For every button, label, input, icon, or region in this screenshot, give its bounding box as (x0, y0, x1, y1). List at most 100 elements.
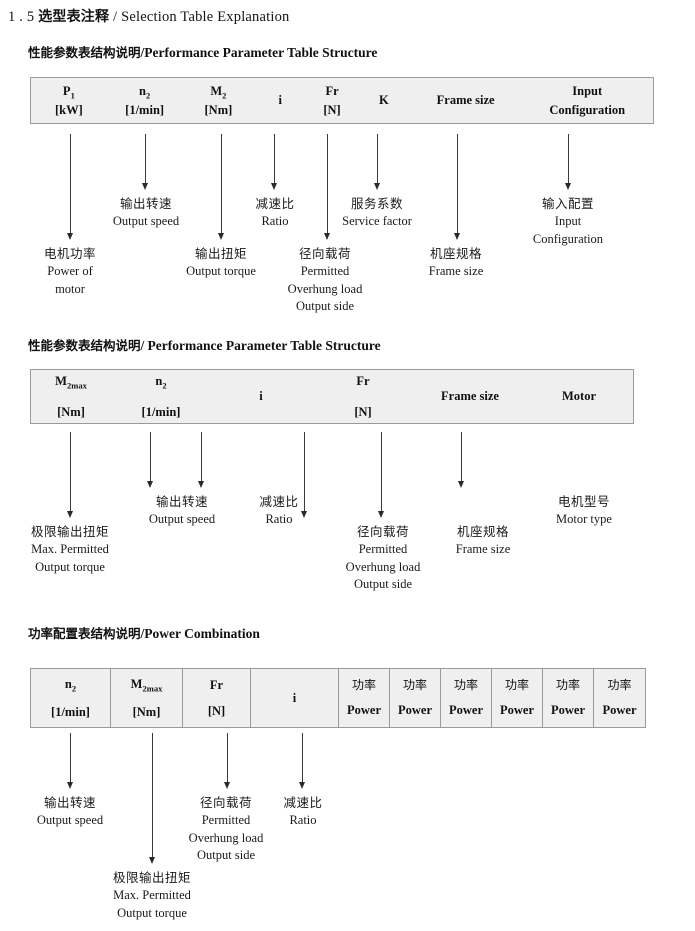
arrow-to-input-configuration (564, 134, 573, 190)
table3-col-n2-symbol: n (64, 677, 72, 692)
performance-parameter-table-2: M2max [Nm] n2 [1/min] i Fr [N] Frame siz… (30, 369, 634, 424)
arrow3-to-ratio (298, 733, 307, 789)
table2-col-m2max-unit: [Nm] (57, 405, 85, 420)
table3-col-power-2: 功率 Power (390, 669, 441, 727)
table3-col-n2-subscript: 2 (71, 683, 77, 694)
callout3-permitted-overhung-load: 径向载荷 Permitted Overhung load Output side (188, 795, 264, 863)
table2-col-n2-unit: [1/min] (141, 405, 181, 420)
table3-col-n2-unit: [1/min] (51, 704, 90, 719)
table3-col-n2: n2 [1/min] (31, 669, 111, 727)
section-3-heading-en: Power Combination (144, 626, 260, 641)
table3-col-power-2-cn: 功率 (402, 678, 427, 693)
arrow-to-power-of-motor (66, 134, 75, 240)
arrow2-to-motor-type (457, 432, 466, 488)
table1-col-i-symbol: i (278, 93, 282, 108)
arrow-to-output-speed (141, 134, 150, 190)
table2-col-fr-symbol: Fr (356, 374, 370, 389)
callout2-frame-size: 机座规格 Frame size (455, 524, 511, 556)
callout-input-configuration: 输入配置 Input Configuration (532, 196, 604, 246)
arrow3-to-output-speed (66, 733, 75, 789)
table1-col-n2-symbol: n (139, 83, 146, 98)
arrow-to-permitted-overhung-load (323, 134, 332, 240)
section-1-heading: 性能参数表结构说明/Performance Parameter Table St… (28, 42, 377, 61)
section-1-heading-cn: 性能参数表结构说明 (28, 45, 141, 60)
table2-col-frame-size: Frame size (415, 370, 525, 423)
table1-col-k-symbol: K (379, 93, 389, 108)
table3-col-power-2-en: Power (397, 702, 432, 717)
arrow2-to-ratio (197, 432, 206, 488)
callout-output-torque: 输出扭矩 Output torque (186, 246, 256, 278)
arrow-to-frame-size (453, 134, 462, 240)
section-2-heading-en: Performance Parameter Table Structure (147, 338, 381, 353)
performance-parameter-table-1: P1 [kW] n2 [1/min] M2 [Nm] i Fr [N] K Fr… (30, 77, 654, 124)
table2-col-m2max-symbol: M (55, 373, 67, 388)
table1-col-m2-unit: [Nm] (204, 103, 233, 118)
power-combination-table: n2 [1/min] M2max [Nm] Fr [N] i 功率 Power … (30, 668, 646, 728)
table3-col-m2max-unit: [Nm] (132, 704, 161, 719)
arrow3-to-permitted-overhung-load (223, 733, 232, 789)
table1-col-p1-symbol: P (62, 83, 71, 98)
table2-col-n2-symbol: n (155, 373, 163, 388)
page-title-separator: / (113, 9, 118, 25)
table1-col-i: i (254, 78, 306, 123)
callout2-permitted-overhung-load: 径向载荷 Permitted Overhung load Output side (345, 524, 421, 592)
table3-col-fr-unit: [N] (207, 704, 226, 718)
table2-col-i-symbol: i (259, 389, 263, 404)
page-title-cn: 选型表注释 (38, 9, 110, 25)
table3-col-power-6-en: Power (602, 702, 637, 717)
callout2-output-speed: 输出转速 Output speed (148, 494, 216, 526)
callout-power-of-motor: 电机功率 Power of motor (43, 246, 97, 296)
table2-col-fr-unit: [N] (354, 404, 372, 419)
callout3-max-permitted-output-torque: 极限输出扭矩 Max. Permitted Output torque (112, 870, 192, 920)
callout-frame-size: 机座规格 Frame size (428, 246, 484, 278)
table1-col-n2-subscript: 2 (145, 90, 151, 101)
table1-col-fr-symbol: Fr (325, 84, 339, 99)
table2-col-frame-size-label: Frame size (441, 389, 499, 404)
table2-col-fr: Fr [N] (311, 370, 415, 423)
section-2-heading-cn: 性能参数表结构说明 (28, 338, 141, 353)
table1-col-p1: P1 [kW] (31, 78, 107, 123)
section-3-heading-sep: / (140, 626, 145, 641)
table1-col-n2-unit: [1/min] (125, 103, 165, 118)
table3-col-power-6-cn: 功率 (607, 678, 632, 693)
arrow2-to-output-speed (146, 432, 155, 488)
table3-col-i: i (251, 669, 339, 727)
table2-col-motor-label: Motor (561, 389, 596, 404)
table1-col-m2: M2 [Nm] (183, 78, 255, 123)
arrow3-to-max-permitted-output-torque (148, 733, 157, 864)
section-3-heading-cn: 功率配置表结构说明 (28, 626, 141, 641)
arrow2-to-frame-size (377, 432, 386, 518)
table3-col-power-3-cn: 功率 (453, 678, 478, 693)
table3-col-power-1-en: Power (346, 702, 381, 717)
table2-col-n2: n2 [1/min] (111, 370, 211, 423)
table2-col-motor: Motor (525, 370, 633, 423)
callout2-max-permitted-output-torque: 极限输出扭矩 Max. Permitted Output torque (30, 524, 110, 574)
table3-col-i-symbol: i (292, 690, 297, 705)
callout2-ratio: 减速比 Ratio (259, 494, 299, 526)
section-1-heading-sep: / (140, 45, 145, 60)
table1-col-fr: Fr [N] (306, 78, 358, 123)
table3-col-power-6: 功率 Power (594, 669, 645, 727)
callout-permitted-overhung-load: 径向载荷 Permitted Overhung load Output side (287, 246, 363, 314)
table1-col-m2-symbol: M (210, 83, 223, 98)
arrow2-to-permitted-overhung-load (300, 432, 309, 518)
table1-col-n2: n2 [1/min] (107, 78, 183, 123)
table1-col-fr-unit: [N] (323, 102, 341, 117)
table2-col-m2max-subscript: 2max (66, 380, 87, 391)
table3-col-power-5: 功率 Power (543, 669, 594, 727)
table3-col-power-3-en: Power (448, 702, 483, 717)
section-2-heading: 性能参数表结构说明/ Performance Parameter Table S… (28, 335, 381, 354)
table3-col-fr-symbol: Fr (209, 677, 224, 692)
callout-output-speed: 输出转速 Output speed (112, 196, 180, 228)
table3-col-fr: Fr [N] (183, 669, 251, 727)
table3-col-power-5-cn: 功率 (555, 678, 580, 693)
table3-col-power-4-cn: 功率 (504, 678, 529, 693)
table3-col-power-4-en: Power (499, 702, 534, 717)
table2-col-m2max: M2max [Nm] (31, 370, 111, 423)
table1-col-p1-unit: [kW] (54, 103, 83, 118)
table3-col-m2max-symbol: M (130, 677, 143, 692)
section-3-heading: 功率配置表结构说明/Power Combination (28, 623, 260, 642)
page-title-en: Selection Table Explanation (121, 9, 290, 25)
section-1-heading-en: Performance Parameter Table Structure (144, 45, 378, 60)
